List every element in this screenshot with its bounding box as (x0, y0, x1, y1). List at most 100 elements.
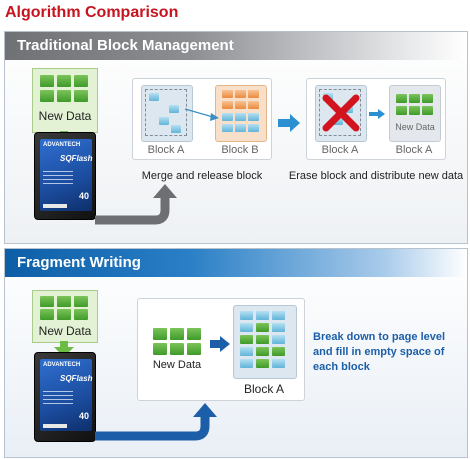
block-a-outline (145, 89, 187, 136)
valid-page (240, 347, 253, 356)
valid-page (159, 117, 169, 125)
ssd-label: ADVANTECH SQFlash 40 (40, 359, 92, 431)
ssd-brand: ADVANTECH (43, 142, 81, 148)
gray-elbow-arrow-icon (95, 184, 177, 225)
erased-block-label: Block A (321, 144, 359, 156)
erase-caption: Erase block and distribute new data (288, 170, 464, 182)
data-page (57, 296, 71, 307)
inner-new-data-label: New Data (152, 359, 202, 371)
block-a-label: Block A (243, 382, 285, 396)
right-arrow-icon (278, 114, 300, 132)
valid-page (272, 311, 285, 320)
data-page (74, 309, 88, 320)
block-b-label: Block B (221, 144, 259, 156)
fragment-panel: Fragment Writing New Data ADVANTECH SQFl… (4, 248, 468, 458)
filled-page (256, 323, 269, 332)
fragment-description: Break down to page level and fill in emp… (313, 331, 446, 373)
fragment-card: New Data Block A (137, 298, 305, 401)
data-page (187, 328, 201, 340)
ssd-drive: ADVANTECH SQFlash 40 (34, 352, 96, 442)
ssd-label: ADVANTECH SQFlash 40 (40, 139, 92, 211)
data-page (57, 75, 71, 87)
down-arrow-icon (54, 341, 74, 357)
data-page (170, 343, 184, 355)
data-page (422, 106, 433, 115)
data-page (153, 343, 167, 355)
merged-page (248, 124, 259, 132)
data-page (170, 328, 184, 340)
orange-page (248, 101, 259, 109)
ssd-capacity: 40 (78, 411, 89, 421)
orange-page (222, 101, 233, 109)
data-page (153, 328, 167, 340)
ssd-footer (43, 204, 67, 208)
valid-page (272, 323, 285, 332)
valid-page (272, 335, 285, 344)
ssd-text-lines (43, 171, 73, 185)
erase-x-icon (322, 94, 360, 132)
data-page (57, 90, 71, 102)
block-b (215, 85, 267, 142)
new-data-label: New Data (38, 324, 92, 338)
data-page (74, 75, 88, 87)
data-page (57, 309, 71, 320)
merged-page (222, 124, 233, 132)
orange-page (222, 90, 233, 98)
valid-page (240, 323, 253, 332)
orange-page (235, 90, 246, 98)
valid-page (149, 93, 159, 101)
erased-block (315, 85, 367, 142)
ssd-text-lines (43, 391, 73, 405)
filled-page (256, 359, 269, 368)
block-a (141, 85, 193, 142)
valid-page (240, 359, 253, 368)
data-page (40, 296, 54, 307)
new-data-box: New Data (32, 68, 98, 133)
ssd-name: SQFlash (60, 154, 93, 163)
orange-page (235, 101, 246, 109)
small-right-arrow-icon (369, 109, 385, 119)
data-page (396, 106, 407, 115)
merge-card: Block A Block B (132, 78, 272, 160)
ssd-capacity: 40 (78, 191, 89, 201)
data-page (40, 309, 54, 320)
ssd-footer (43, 424, 67, 428)
data-page (187, 343, 201, 355)
traditional-panel: Traditional Block Management New Data AD… (4, 31, 468, 244)
valid-page (240, 311, 253, 320)
data-page (409, 94, 420, 103)
data-page (409, 106, 420, 115)
new-data-label: New Data (38, 109, 92, 123)
valid-page (171, 125, 181, 133)
filled-page (256, 335, 269, 344)
orange-page (248, 90, 259, 98)
new-data-box: New Data (32, 290, 98, 343)
ssd-drive: ADVANTECH SQFlash 40 (34, 132, 96, 220)
fragment-header: Fragment Writing (5, 249, 467, 277)
merge-caption: Merge and release block (141, 170, 263, 182)
merged-page (248, 113, 259, 121)
diagram-title: Algorithm Comparison (5, 4, 179, 21)
merged-page (222, 113, 233, 121)
ssd-brand: ADVANTECH (43, 362, 81, 368)
data-page (74, 296, 88, 307)
valid-page (169, 105, 179, 113)
stale-page (333, 117, 343, 125)
erased-block-outline (319, 89, 361, 136)
filled-page (240, 335, 253, 344)
new-block-inner-label: New Data (395, 122, 435, 132)
data-page (74, 90, 88, 102)
data-page (40, 90, 54, 102)
data-page (40, 75, 54, 87)
merged-page (235, 113, 246, 121)
merged-page (235, 124, 246, 132)
data-page (396, 94, 407, 103)
right-arrow-icon (210, 336, 230, 352)
valid-page (272, 359, 285, 368)
filled-page (256, 347, 269, 356)
block-a-label: Block A (147, 144, 185, 156)
block-a (233, 305, 297, 379)
new-block-label: Block A (395, 144, 433, 156)
filled-page (272, 347, 285, 356)
erase-card: New Data Block A Block A (306, 78, 446, 160)
